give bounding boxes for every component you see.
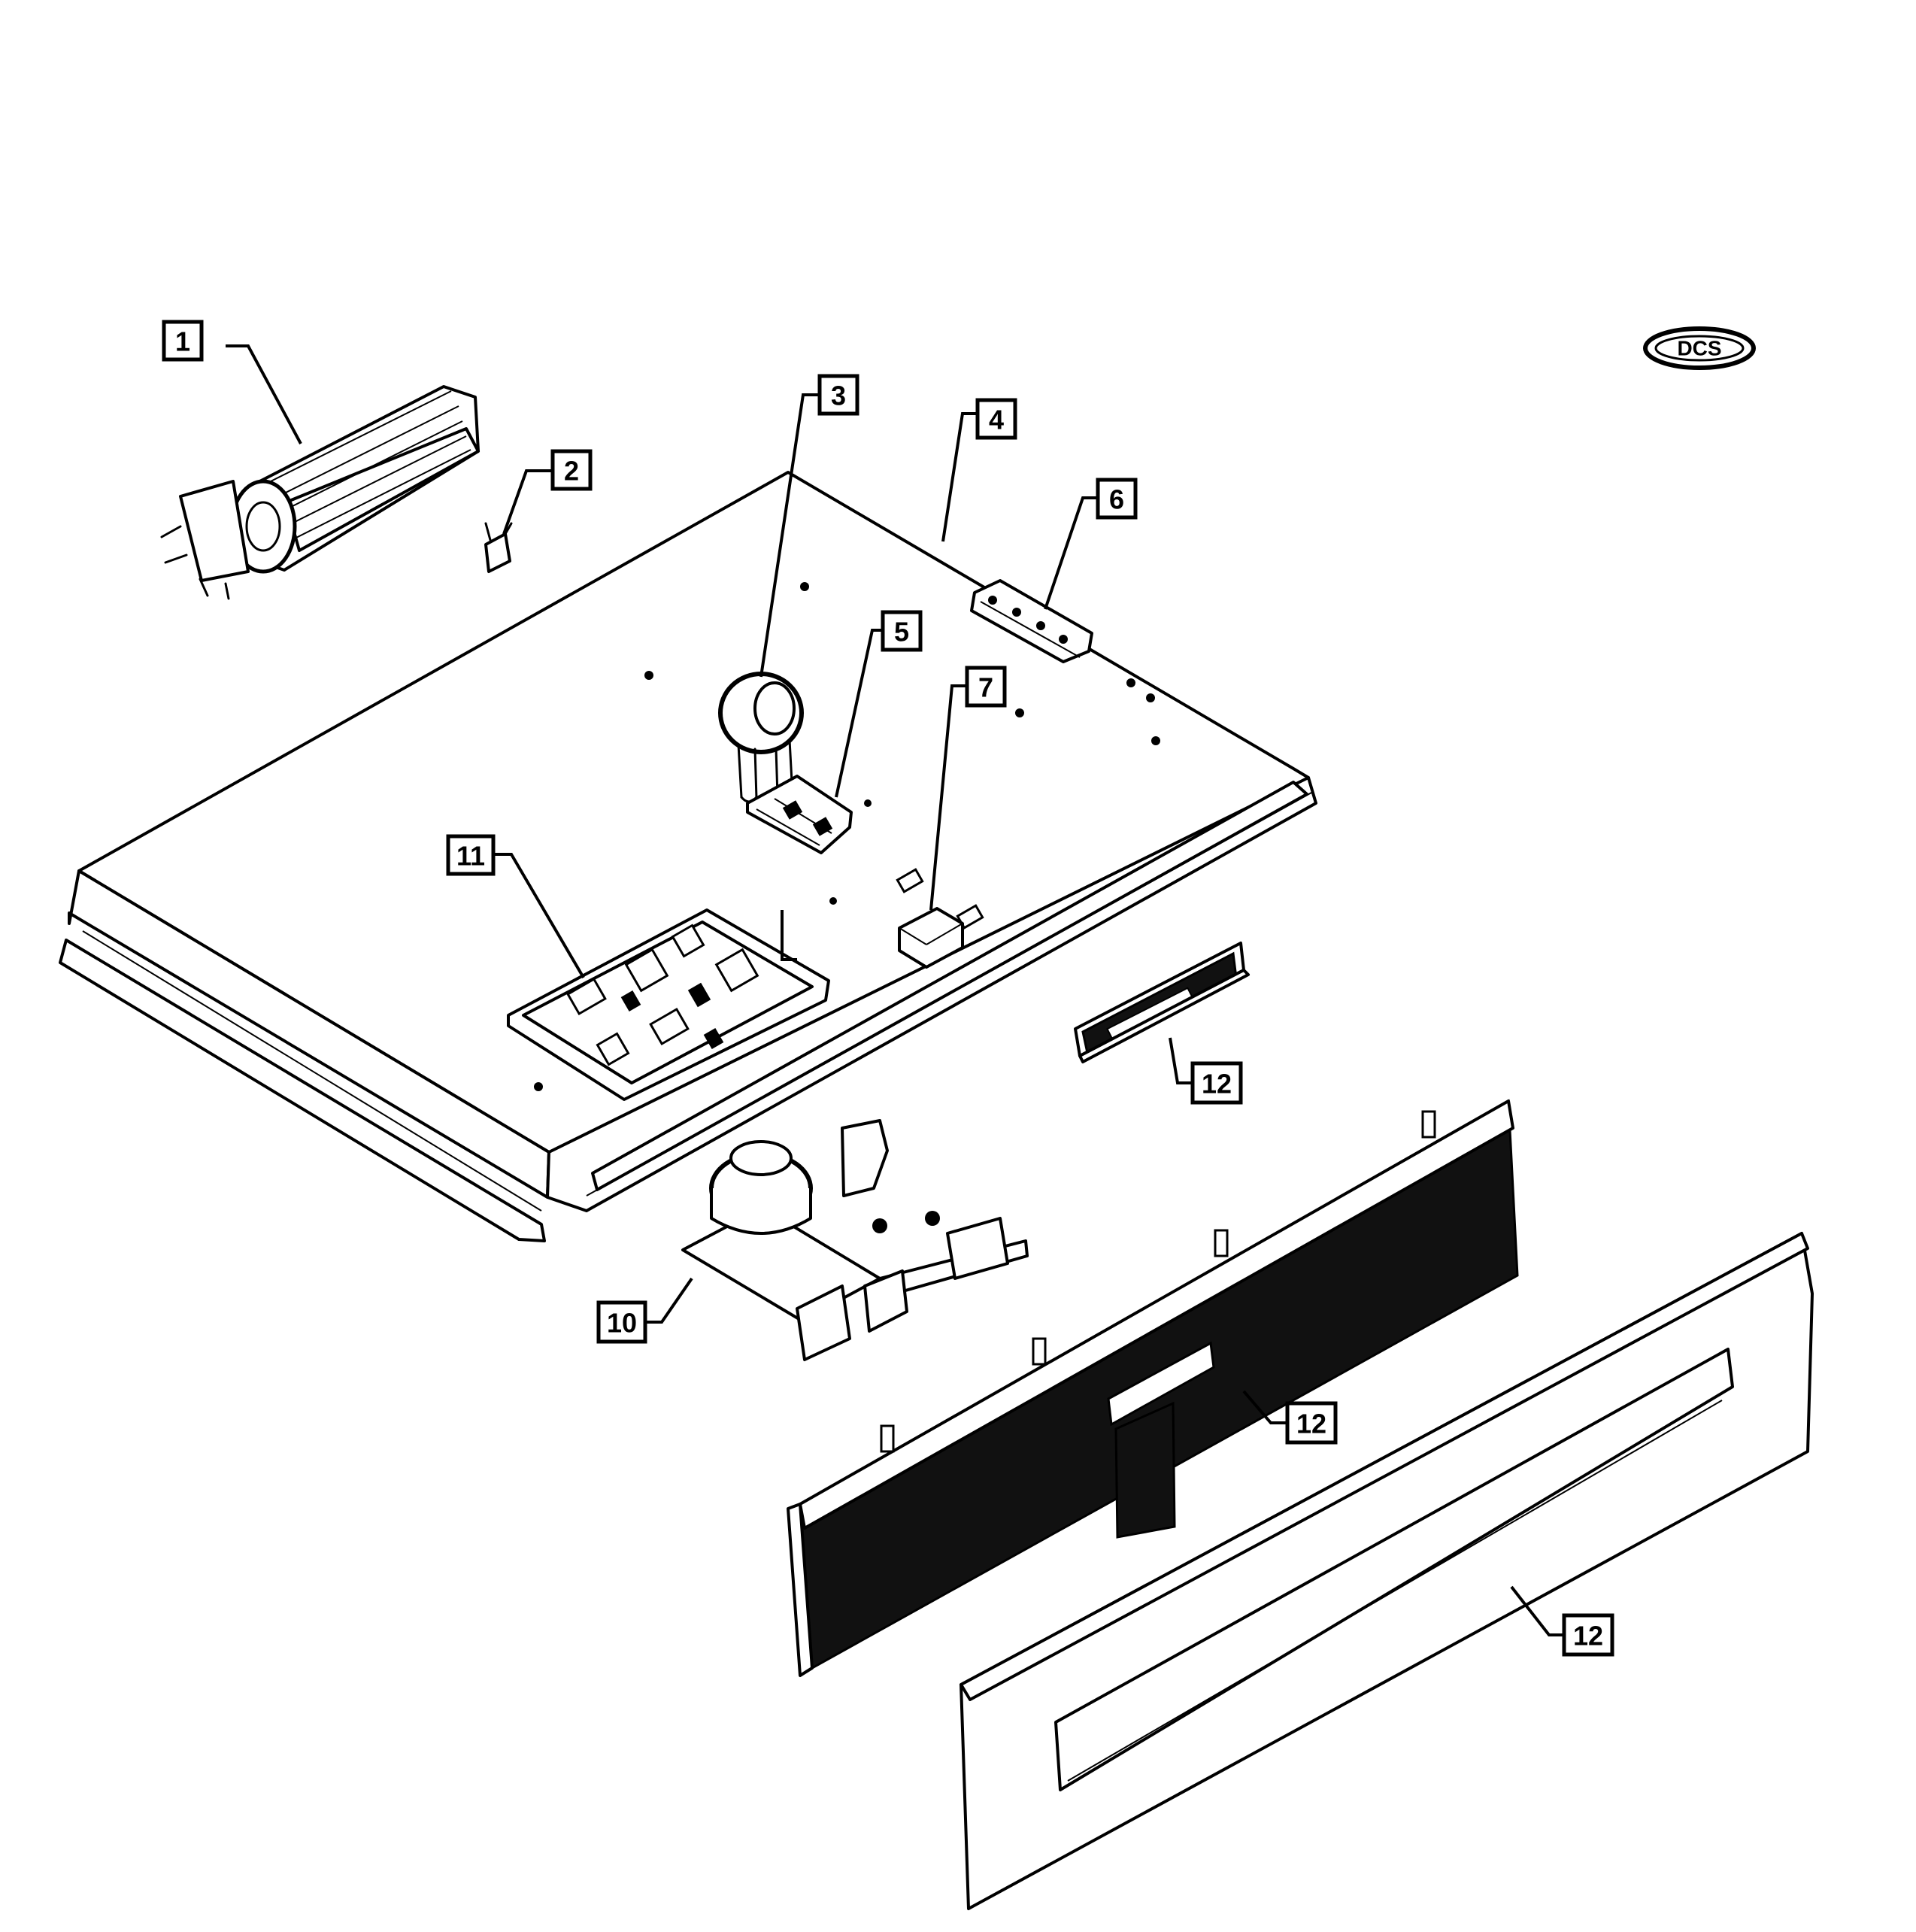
brand-logo: DCS bbox=[1643, 326, 1756, 370]
callout-11-label: 11 bbox=[456, 841, 485, 872]
callout-12-panel-label: 12 bbox=[1296, 1409, 1326, 1439]
callout-2: 2 bbox=[550, 449, 593, 491]
callout-3-label: 3 bbox=[831, 381, 846, 411]
callout-1: 1 bbox=[162, 320, 204, 362]
callout-2-label: 2 bbox=[564, 456, 579, 487]
callout-6: 6 bbox=[1096, 478, 1138, 520]
callout-10-label: 10 bbox=[607, 1308, 637, 1339]
leader-lines bbox=[226, 344, 1564, 1636]
callout-11: 11 bbox=[446, 834, 496, 876]
part-12-front-trim bbox=[960, 1232, 1814, 1910]
part-12-control-panel bbox=[787, 1099, 1519, 1677]
part-5-terminal-block bbox=[746, 775, 853, 854]
brand-logo-text: DCS bbox=[1677, 337, 1721, 360]
part-2-bracket bbox=[484, 522, 513, 573]
callout-4-label: 4 bbox=[989, 405, 1004, 435]
part-7-relay bbox=[898, 907, 964, 969]
callout-12-trim: 12 bbox=[1562, 1613, 1614, 1657]
part-6-terminal-strip bbox=[970, 579, 1093, 663]
callout-3: 3 bbox=[817, 374, 859, 416]
callout-12-panel: 12 bbox=[1285, 1401, 1338, 1445]
callout-12-display-label: 12 bbox=[1202, 1069, 1232, 1099]
callout-7-label: 7 bbox=[978, 672, 993, 703]
part-4-top-panel bbox=[59, 471, 1317, 1242]
panel-mounting-holes bbox=[534, 582, 1160, 1091]
callout-10: 10 bbox=[596, 1300, 647, 1344]
callout-5-label: 5 bbox=[894, 617, 909, 648]
callout-12-display: 12 bbox=[1190, 1061, 1243, 1105]
callout-6-label: 6 bbox=[1109, 484, 1124, 515]
callout-12-trim-label: 12 bbox=[1573, 1621, 1603, 1651]
callout-5: 5 bbox=[881, 610, 923, 652]
part-12-display-board bbox=[1074, 942, 1250, 1063]
part-11-control-board bbox=[507, 908, 830, 1101]
part-10-transformer-bracket bbox=[681, 1119, 1029, 1361]
part-1-blower-assembly bbox=[160, 385, 480, 600]
callout-7: 7 bbox=[965, 666, 1007, 708]
part-3-thermostat bbox=[718, 672, 804, 803]
callout-1-label: 1 bbox=[175, 326, 190, 357]
callout-4: 4 bbox=[975, 398, 1017, 440]
